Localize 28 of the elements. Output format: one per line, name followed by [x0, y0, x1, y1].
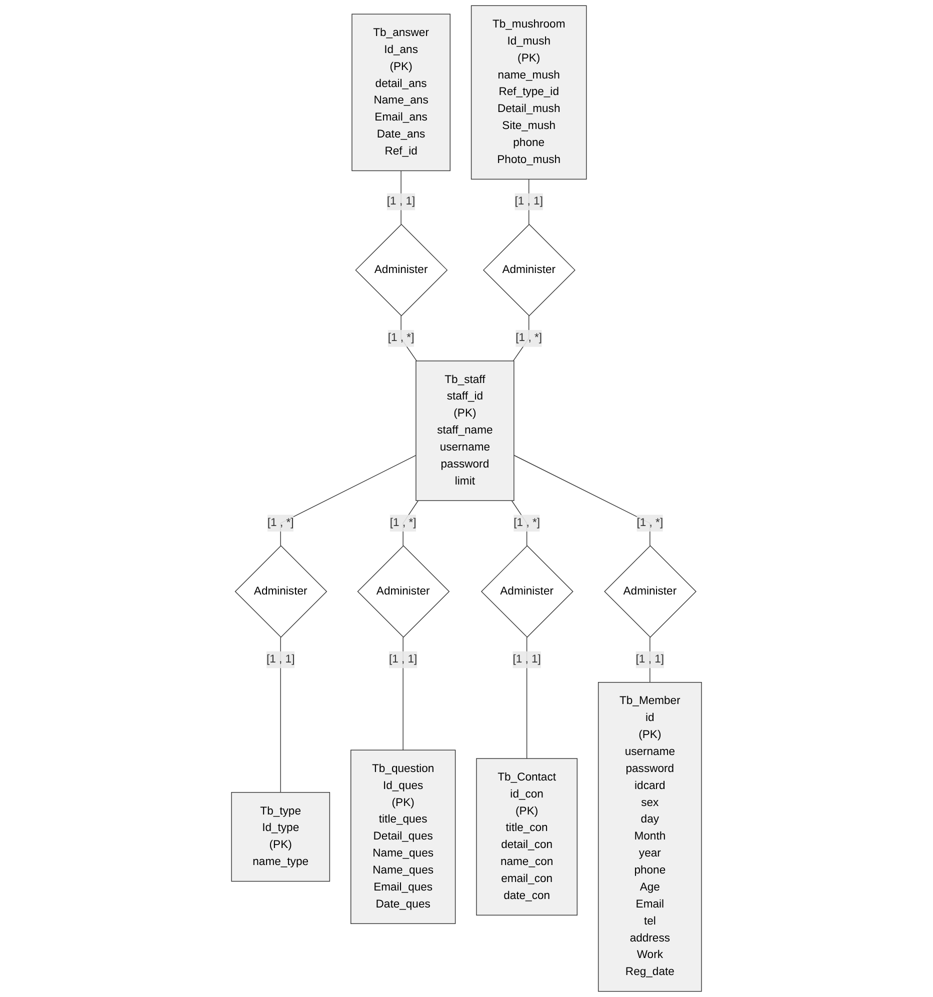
edge-label: [1 , *] — [388, 332, 414, 344]
edge-label: [1 , *] — [636, 516, 664, 529]
node-diamond: Administer — [357, 545, 450, 638]
edge-label: [1 , *] — [514, 516, 540, 529]
edge-label: [1 , 1] — [266, 653, 295, 666]
connector — [280, 636, 281, 793]
node-diamond: Administer — [483, 224, 576, 316]
node-box: Tb_Contact id_con (PK) title_con detail_con name_con email_con date_con — [476, 758, 578, 916]
node-box: Tb_mushroom Id_mush (PK) name_mush Ref_type_id Detail_mush Site_mush phone Photo_mush — [470, 5, 587, 180]
node-box: Tb_answer Id_ans (PK) detail_ans Name_ans Email_ans Date_ans Ref_id — [352, 14, 450, 172]
node-box: Tb_Member id (PK) username password idcard sex day Month year phone Age Email tel address Work Reg_date — [598, 682, 702, 992]
node-box: Tb_type Id_type (PK) name_type — [231, 792, 330, 882]
edge-label: [1 , 1] — [386, 195, 416, 208]
node-diamond: Administer — [480, 545, 574, 638]
edge-label: [1 , 1] — [514, 195, 543, 208]
connector — [514, 454, 650, 546]
edge-label: [1 , *] — [516, 332, 542, 344]
edge-label: [1 , *] — [267, 516, 294, 529]
edge-label: [1 , 1] — [512, 653, 541, 666]
connector — [280, 454, 416, 546]
node-diamond: Administer — [355, 224, 448, 316]
node-diamond: Administer — [604, 545, 696, 638]
edge-label: [1 , 1] — [636, 653, 664, 666]
edge-label: [1 , 1] — [388, 653, 418, 666]
node-box: Tb_staff staff_id (PK) staff_name username password limit — [416, 360, 514, 501]
edge-label: [1 , *] — [390, 516, 416, 529]
node-diamond: Administer — [234, 545, 328, 638]
node-box: Tb_question Id_ques (PK) title_ques Detail_ques Name_ques Name_ques Email_ques Date_ques — [350, 750, 456, 924]
